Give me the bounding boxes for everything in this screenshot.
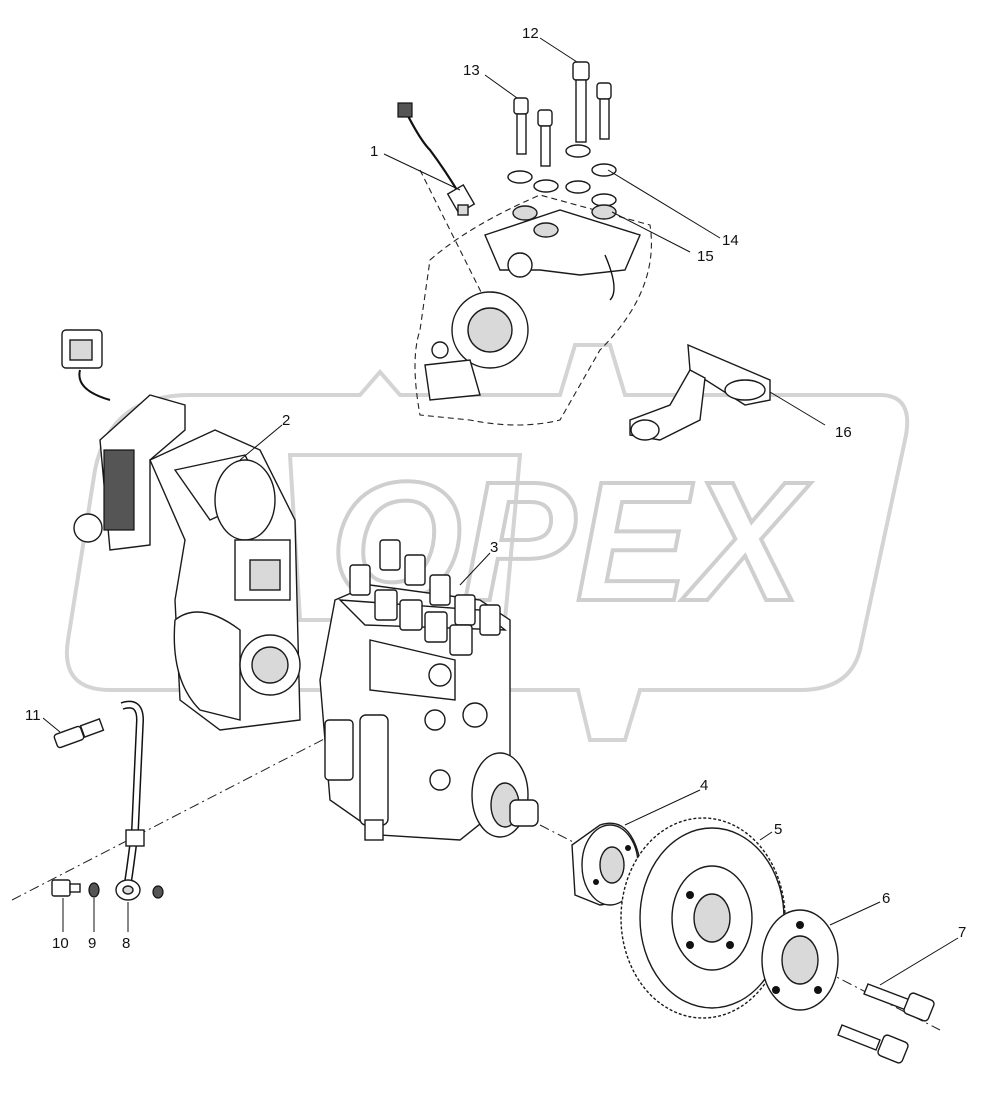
callout-7: 7 [958, 924, 966, 941]
support-bracket [629, 343, 771, 441]
callout-10: 10 [52, 935, 69, 952]
callout-1: 1 [370, 143, 378, 160]
callout-15: 15 [697, 248, 714, 265]
callout-14: 14 [722, 232, 739, 249]
washers [507, 144, 617, 238]
callout-12: 12 [522, 25, 539, 42]
injection-pump [319, 539, 539, 841]
callout-labels: 1 2 3 4 5 6 7 8 9 10 11 12 13 14 15 16 [25, 25, 966, 952]
drive-gear [620, 817, 786, 1019]
sensor-cable [397, 102, 476, 216]
delivery-valves [349, 539, 501, 656]
bolts [837, 983, 935, 1064]
gear-washer-plate [761, 909, 839, 1011]
callout-9: 9 [88, 935, 96, 952]
pump-housing-ghost [414, 194, 652, 426]
callout-11: 11 [25, 707, 41, 724]
leader-lines [42, 37, 959, 986]
callout-6: 6 [882, 890, 890, 907]
callout-4: 4 [700, 777, 708, 794]
banjo-bolt [51, 879, 81, 897]
fuel-line [51, 700, 164, 901]
callout-5: 5 [774, 821, 782, 838]
hub-flange [571, 822, 641, 906]
sealing-washer [88, 882, 100, 898]
union-connector [53, 718, 105, 749]
callout-16: 16 [835, 424, 852, 441]
callout-2: 2 [282, 412, 290, 429]
callout-13: 13 [463, 62, 480, 79]
callout-8: 8 [122, 935, 130, 952]
callout-3: 3 [490, 539, 498, 556]
cap-screws [513, 61, 612, 167]
governor-actuator [61, 329, 301, 731]
